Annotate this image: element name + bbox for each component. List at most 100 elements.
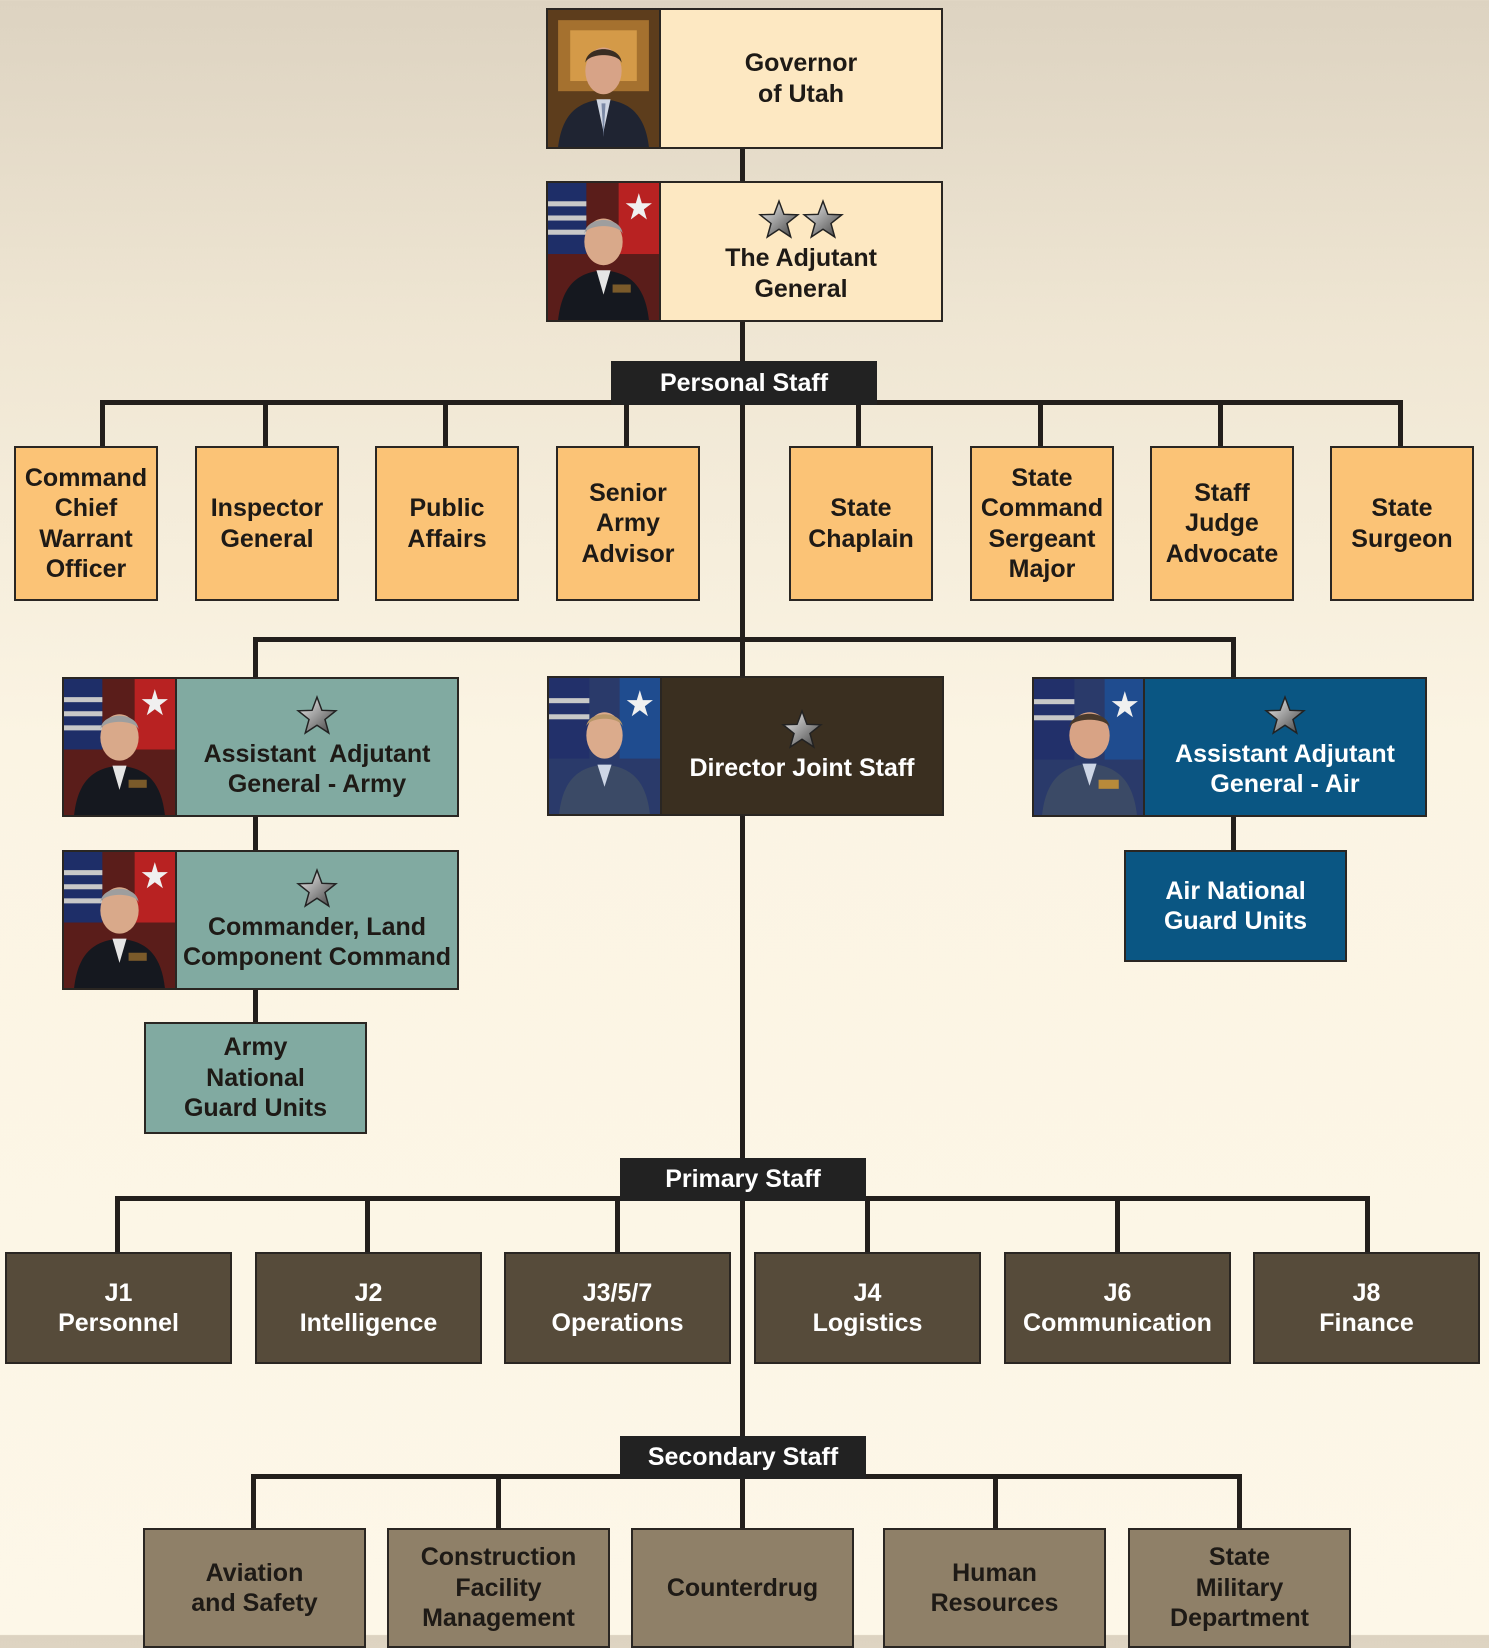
connector-drop <box>624 400 629 447</box>
portrait-photo <box>549 678 660 814</box>
primary-staff-label: J4 Logistics <box>812 1278 923 1338</box>
rank-stars <box>758 199 844 241</box>
primary-staff-header: Primary Staff <box>620 1158 866 1201</box>
connector-drop <box>253 637 258 679</box>
connector-drop <box>251 1474 256 1530</box>
secondary-staff-box[interactable]: Aviation and Safety <box>143 1528 366 1648</box>
connector-air-to-air-units <box>1231 815 1236 853</box>
connector-drop <box>1038 400 1043 447</box>
primary-staff-box[interactable]: J2 Intelligence <box>255 1252 482 1364</box>
connector-command-bar <box>253 637 1236 642</box>
primary-staff-label: J8 Finance <box>1319 1278 1414 1338</box>
land-component-command-label: Commander, Land Component Command <box>182 912 452 972</box>
governor-portrait <box>546 8 661 149</box>
adjutant-general-label: The Adjutant General <box>725 244 877 303</box>
primary-staff-box[interactable]: J1 Personnel <box>5 1252 232 1364</box>
land-component-command-box[interactable]: Commander, Land Component Command <box>175 850 459 990</box>
personal-staff-label: Inspector General <box>210 494 324 553</box>
star-icon <box>296 695 338 737</box>
air-national-guard-units-label: Air National Guard Units <box>1163 876 1308 936</box>
primary-staff-label: J6 Communication <box>1023 1278 1212 1338</box>
secondary-staff-label: Human Resources <box>930 1558 1059 1618</box>
connector-trunk-bottom <box>740 1460 745 1528</box>
personal-staff-label: Public Affairs <box>407 494 487 553</box>
connector-drop <box>993 1474 998 1530</box>
secondary-staff-label: State Military Department <box>1170 1543 1309 1633</box>
secondary-staff-label: Counterdrug <box>666 1573 819 1602</box>
aag-air-portrait <box>1032 677 1147 817</box>
connector-drop <box>865 1196 870 1253</box>
adjutant-general-portrait <box>546 181 661 322</box>
connector-drop <box>1398 400 1403 447</box>
personal-staff-box[interactable]: Public Affairs <box>375 446 519 601</box>
portrait-photo <box>64 852 175 988</box>
personal-staff-box[interactable]: Senior Army Advisor <box>556 446 700 601</box>
personal-staff-box[interactable]: State Surgeon <box>1330 446 1474 601</box>
aag-army-box[interactable]: Assistant Adjutant General - Army <box>175 677 459 817</box>
connector-drop <box>615 1196 620 1253</box>
primary-staff-label: J1 Personnel <box>58 1278 179 1338</box>
connector-drop <box>1237 1474 1242 1530</box>
rank-stars <box>1264 695 1306 737</box>
connector-adjutant-trunk <box>740 320 745 1443</box>
connector-governor-to-adjutant <box>740 147 745 183</box>
army-national-guard-units-label: Army National Guard Units <box>183 1033 328 1123</box>
aag-air-label: Assistant Adjutant General - Air <box>1175 739 1395 799</box>
governor-label: Governor of Utah <box>744 49 858 108</box>
governor-box[interactable]: Governor of Utah <box>659 8 943 149</box>
secondary-staff-label: Construction Facility Management <box>420 1543 577 1633</box>
primary-staff-box[interactable]: J6 Communication <box>1004 1252 1231 1364</box>
adjutant-general-box[interactable]: The Adjutant General <box>659 181 943 322</box>
director-joint-staff-box[interactable]: Director Joint Staff <box>660 676 944 816</box>
connector-drop <box>1231 637 1236 679</box>
personal-staff-box[interactable]: Command Chief Warrant Officer <box>14 446 158 601</box>
personal-staff-label: State Chaplain <box>808 494 914 553</box>
aag-army-label: Assistant Adjutant General - Army <box>203 739 431 799</box>
personal-staff-label: State Surgeon <box>1351 494 1453 553</box>
personal-staff-box[interactable]: Staff Judge Advocate <box>1150 446 1294 601</box>
connector-drop <box>443 400 448 447</box>
connector-lcc-to-army-units <box>253 988 258 1024</box>
personal-staff-box[interactable]: State Chaplain <box>789 446 933 601</box>
army-national-guard-units-box[interactable]: Army National Guard Units <box>144 1022 367 1134</box>
primary-staff-box[interactable]: J4 Logistics <box>754 1252 981 1364</box>
rank-stars <box>781 709 823 751</box>
personal-staff-label: Staff Judge Advocate <box>1165 478 1279 568</box>
connector-drop <box>856 400 861 447</box>
aag-air-box[interactable]: Assistant Adjutant General - Air <box>1143 677 1427 817</box>
star-icon <box>296 868 338 910</box>
primary-staff-label: J3/5/7 Operations <box>551 1278 684 1338</box>
air-national-guard-units-box[interactable]: Air National Guard Units <box>1124 850 1347 962</box>
personal-staff-label: Command Chief Warrant Officer <box>24 463 148 584</box>
star-icon <box>781 709 823 751</box>
connector-drop <box>100 400 105 447</box>
personal-staff-label: State Command Sergeant Major <box>980 463 1104 584</box>
connector-drop <box>365 1196 370 1253</box>
secondary-staff-header: Secondary Staff <box>620 1436 866 1479</box>
personal-staff-box[interactable]: Inspector General <box>195 446 339 601</box>
aag-army-portrait <box>62 677 177 817</box>
portrait-photo <box>548 10 659 147</box>
director-joint-staff-label: Director Joint Staff <box>689 753 915 782</box>
director-joint-staff-portrait <box>547 676 662 816</box>
secondary-staff-box[interactable]: Counterdrug <box>631 1528 854 1648</box>
personal-staff-header: Personal Staff <box>611 361 877 405</box>
connector-drop <box>115 1196 120 1253</box>
rank-stars <box>296 695 338 737</box>
secondary-staff-label: Aviation and Safety <box>191 1558 318 1618</box>
star-icon <box>758 199 800 241</box>
primary-staff-box[interactable]: J8 Finance <box>1253 1252 1480 1364</box>
primary-staff-box[interactable]: J3/5/7 Operations <box>504 1252 731 1364</box>
personal-staff-box[interactable]: State Command Sergeant Major <box>970 446 1114 601</box>
connector-drop <box>496 1474 501 1530</box>
personal-staff-label: Senior Army Advisor <box>581 478 675 568</box>
portrait-photo <box>1034 679 1145 815</box>
connector-aag-army-to-lcc <box>253 815 258 853</box>
primary-staff-label: J2 Intelligence <box>299 1278 438 1338</box>
star-icon <box>802 199 844 241</box>
connector-drop <box>1218 400 1223 447</box>
connector-drop <box>1115 1196 1120 1253</box>
secondary-staff-box[interactable]: State Military Department <box>1128 1528 1351 1648</box>
secondary-staff-box[interactable]: Construction Facility Management <box>387 1528 610 1648</box>
secondary-staff-box[interactable]: Human Resources <box>883 1528 1106 1648</box>
